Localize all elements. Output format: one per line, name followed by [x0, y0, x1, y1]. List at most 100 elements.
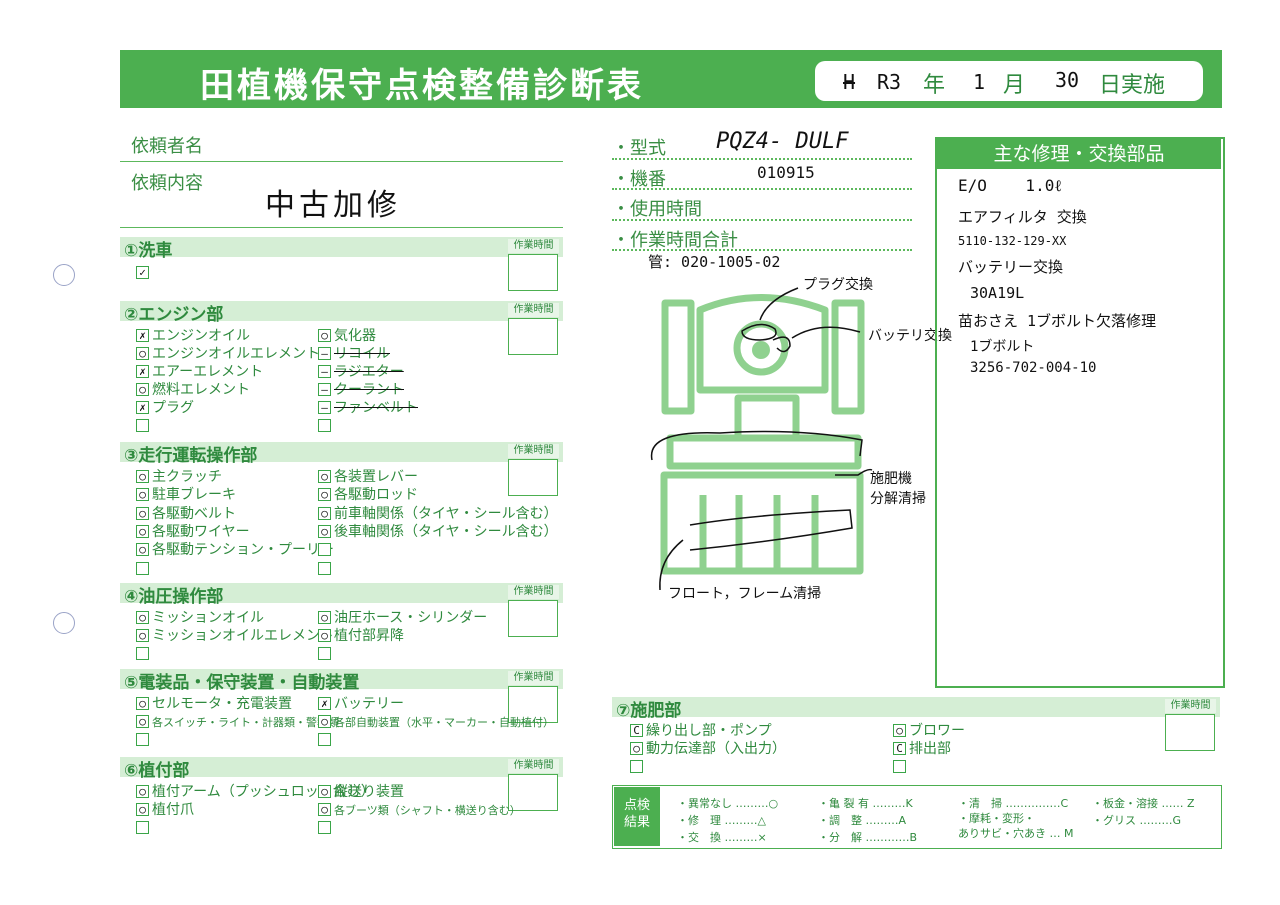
work-time-box[interactable] [508, 459, 558, 496]
checkbox[interactable] [136, 419, 149, 432]
model-value[interactable]: PQZ4- DULF [716, 129, 849, 154]
checkbox[interactable] [136, 561, 149, 575]
checkbox[interactable]: ○ [318, 329, 331, 342]
checkbox[interactable]: ○ [318, 470, 331, 483]
legend-item: ・修 理 ………△ [677, 814, 766, 827]
work-time-box[interactable] [1165, 714, 1215, 751]
checkbox[interactable] [318, 647, 331, 660]
checkbox[interactable]: ○ [318, 506, 331, 520]
checkbox[interactable]: ○ [318, 785, 331, 798]
fertilizer-cleaning-note: 施肥機 分解清掃 [870, 471, 926, 507]
work-time-box[interactable] [508, 600, 558, 637]
checkbox[interactable]: ○ [136, 785, 149, 798]
item-label: 各駆動ロッド [334, 487, 418, 504]
checkbox[interactable] [893, 760, 906, 773]
item-label: ラジエター [334, 364, 404, 380]
item-label: 縦送り装置 [334, 784, 404, 800]
item-label: 各部自動装置（水平・マーカー・自動植付） [334, 716, 554, 729]
check-mark: C [633, 724, 640, 737]
checkbox[interactable]: ○ [136, 611, 149, 624]
check-mark: ○ [321, 488, 328, 502]
section-header-s7: ⑦施肥部 [612, 697, 1220, 721]
legend-item: ・亀 裂 有 ………K [818, 797, 913, 810]
checkbox[interactable]: ✓ [136, 266, 149, 279]
checkbox[interactable]: ✗ [136, 401, 149, 414]
checkbox[interactable] [318, 543, 331, 557]
checkbox[interactable] [318, 561, 331, 575]
item-label: 植付爪 [152, 802, 194, 818]
checkbox[interactable]: ○ [893, 724, 906, 737]
parts-lines[interactable]: E/O 1.0ℓ エアフィルタ 交換 5110-132-129-XX バッテリー… [958, 176, 1213, 384]
checkbox[interactable]: ○ [136, 488, 149, 502]
checkbox[interactable]: ○ [136, 803, 149, 816]
serial-label: ・機番 [612, 169, 666, 190]
checkbox[interactable] [136, 821, 149, 834]
checkbox[interactable]: ○ [318, 803, 331, 816]
parts-line: 3256-702-004-10 [970, 360, 1097, 376]
checkbox[interactable]: — [318, 383, 331, 396]
checkbox[interactable] [318, 821, 331, 834]
checkbox[interactable]: — [318, 365, 331, 378]
checkbox[interactable]: ○ [136, 524, 149, 538]
checkbox[interactable] [136, 733, 149, 746]
battery-replacement-note: バッテリ交換 [868, 328, 952, 344]
checkbox[interactable]: ✗ [136, 329, 149, 342]
check-mark: ○ [896, 724, 903, 737]
result-legend [612, 785, 1222, 849]
checkbox[interactable]: ✗ [136, 365, 149, 378]
checkbox[interactable]: ○ [136, 383, 149, 396]
item-label: 主クラッチ [152, 469, 222, 485]
checkbox[interactable]: ○ [630, 742, 643, 755]
checkbox[interactable]: ○ [136, 470, 149, 483]
section-title: ②エンジン部 [124, 305, 224, 325]
request-content-value[interactable]: 中古加修 [265, 188, 401, 223]
checkbox[interactable]: ○ [136, 347, 149, 360]
item-label: プラグ [152, 400, 194, 416]
checkbox[interactable]: ○ [136, 543, 149, 557]
checkbox[interactable]: ○ [136, 697, 149, 710]
checkbox[interactable]: ○ [318, 611, 331, 624]
request-content-label: 依頼内容 [131, 173, 203, 194]
checkbox[interactable]: ○ [318, 715, 331, 728]
checkbox[interactable]: ○ [136, 506, 149, 520]
item-label: 植付部昇降 [334, 628, 404, 644]
checkbox[interactable] [318, 733, 331, 746]
check-mark: ○ [321, 785, 328, 798]
work-time-box[interactable] [508, 318, 558, 355]
work-time-box[interactable] [508, 774, 558, 811]
date-field[interactable]: H R3 年 1 月 30 日実施 [815, 61, 1203, 101]
item-label: エアーエレメント [152, 364, 264, 380]
check-mark: ○ [633, 742, 640, 755]
checkbox[interactable] [136, 647, 149, 660]
section-header-s5: ⑤電装品・保守装置・自動装置 [120, 669, 563, 693]
item-label: 後車軸関係（タイヤ・シール含む） [334, 523, 558, 540]
checkbox[interactable]: ○ [318, 629, 331, 642]
legend-item: ・摩耗・変形・ [958, 812, 1035, 825]
check-mark: ✗ [321, 697, 328, 710]
checkbox[interactable] [318, 419, 331, 432]
punch-hole-top [53, 264, 75, 286]
item-label: エンジンオイル [152, 328, 250, 344]
checkbox[interactable]: ○ [136, 715, 149, 728]
date-month-value: 1 [973, 70, 986, 94]
check-mark: — [321, 347, 328, 360]
work-total-label: ・作業時間合計 [612, 230, 738, 251]
section-header-s3: ③走行運転操作部 [120, 442, 563, 466]
checkbox[interactable]: ○ [318, 488, 331, 502]
date-year-value: R3 [877, 70, 902, 94]
work-time-box[interactable] [508, 686, 558, 723]
checkbox[interactable]: ✗ [318, 697, 331, 710]
checkbox[interactable]: C [630, 724, 643, 737]
checkbox[interactable]: ○ [318, 524, 331, 538]
item-label: 駐車ブレーキ [152, 487, 236, 504]
item-label: 各駆動ワイヤー [152, 523, 250, 540]
section-header-s4: ④油圧操作部 [120, 583, 563, 607]
checkbox[interactable]: — [318, 347, 331, 360]
checkbox[interactable]: ○ [136, 629, 149, 642]
work-time-box[interactable] [508, 254, 558, 291]
checkbox[interactable] [630, 760, 643, 773]
serial-value[interactable]: 010915 [757, 163, 815, 182]
checkbox[interactable]: — [318, 401, 331, 414]
checkbox[interactable]: C [893, 742, 906, 755]
check-mark: ○ [139, 543, 146, 557]
